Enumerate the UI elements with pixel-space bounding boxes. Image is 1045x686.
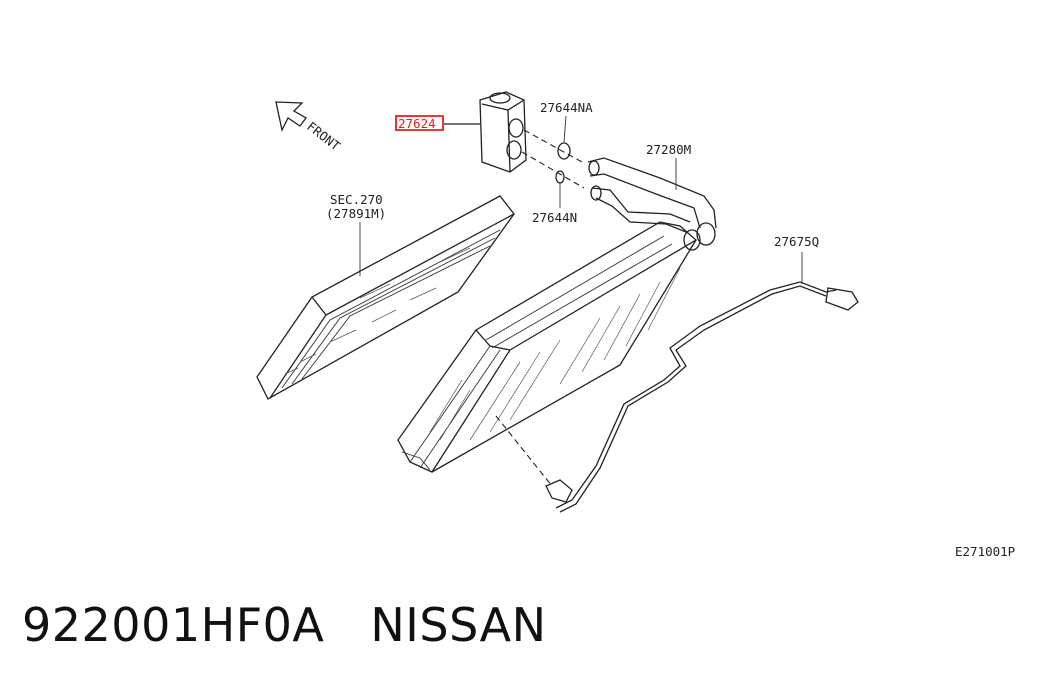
part-highlight-label: 27624 (398, 116, 436, 131)
oring-a-label: 27644NA (540, 100, 593, 115)
sensor-dash-line (495, 415, 553, 487)
part-number: 922001HF0A (22, 598, 325, 652)
pipe-label: 27280M (646, 142, 691, 157)
sec-label-line1: SEC.270 (330, 192, 383, 207)
expansion-valve (479, 91, 527, 173)
cabin-filter (256, 195, 515, 400)
assembly-dash-lines (521, 129, 585, 189)
front-arrow-icon (275, 101, 307, 132)
part-highlight-box (395, 115, 444, 131)
oring-b-label: 27644N (532, 210, 577, 225)
sec-label-line2: (27891M) (326, 206, 386, 221)
diagram-code: E271001P (955, 544, 1015, 559)
pipe-assembly (587, 157, 717, 251)
sensor-label: 27675Q (774, 234, 819, 249)
brand-name: NISSAN (370, 598, 547, 652)
front-label: FRONT (304, 119, 343, 154)
temperature-sensor (545, 281, 859, 513)
o-ring-upper (557, 142, 571, 160)
caption: 922001HF0A NISSAN (22, 598, 547, 652)
evaporator-core (397, 221, 698, 473)
